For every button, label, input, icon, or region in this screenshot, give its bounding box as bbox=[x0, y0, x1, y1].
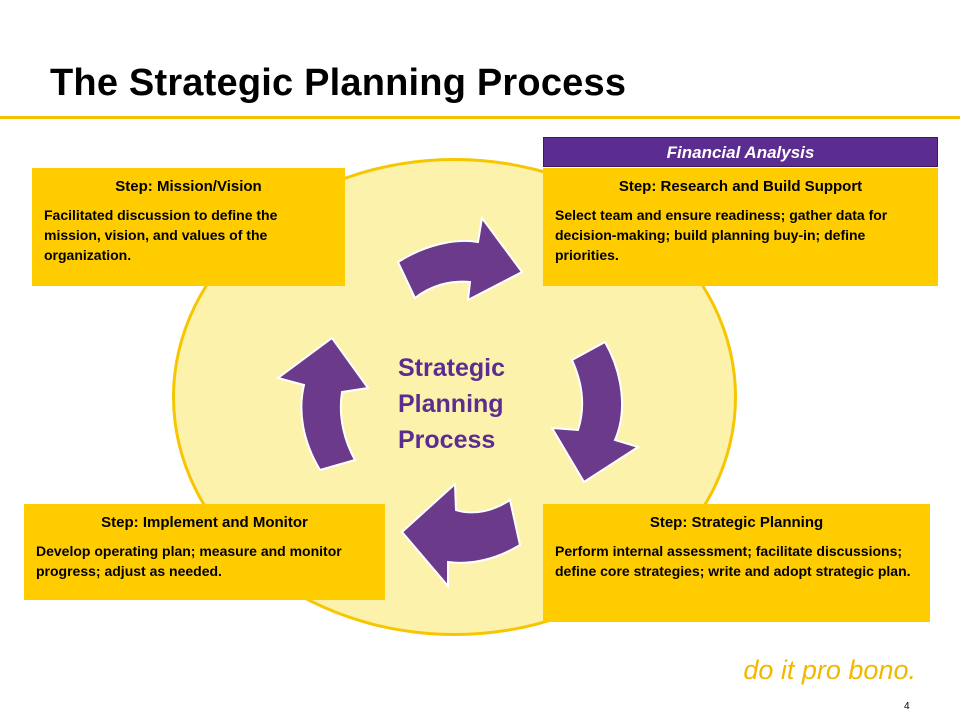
cycle-arrow-icon bbox=[275, 336, 370, 472]
step-description: Develop operating plan; measure and moni… bbox=[36, 543, 342, 579]
step-mission-vision: Step: Mission/Vision Facilitated discuss… bbox=[32, 168, 345, 286]
cycle-arrow-icon bbox=[400, 481, 522, 589]
center-label-line: Planning bbox=[398, 390, 504, 418]
step-title: Step: Research and Build Support bbox=[618, 178, 863, 195]
center-label-line: Strategic bbox=[398, 354, 505, 382]
step-description: Facilitated discussion to define the mis… bbox=[44, 207, 278, 263]
center-label-line: Process bbox=[398, 426, 496, 454]
step-title: Step: Strategic Planning bbox=[649, 514, 824, 531]
step-description: Select team and ensure readiness; gather… bbox=[555, 207, 888, 263]
financial-analysis-tab: Financial Analysis bbox=[543, 137, 938, 167]
step-implement-monitor: Step: Implement and Monitor Develop oper… bbox=[24, 504, 385, 600]
step-strategic-planning: Step: Strategic Planning Perform interna… bbox=[543, 504, 930, 622]
slide-title: The Strategic Planning Process bbox=[50, 62, 627, 104]
step-title: Step: Implement and Monitor bbox=[101, 514, 308, 531]
cycle-arrow-icon bbox=[550, 340, 641, 484]
center-label: Strategic Planning Process bbox=[398, 350, 558, 458]
page-number: 4 bbox=[904, 701, 910, 712]
step-title: Step: Mission/Vision bbox=[115, 178, 262, 195]
title-divider bbox=[0, 116, 960, 119]
cycle-arrow-icon bbox=[396, 215, 524, 302]
tagline: do it pro bono. bbox=[743, 655, 916, 685]
step-description: Perform internal assessment; facilitate … bbox=[555, 543, 911, 579]
step-research-build-support: Step: Research and Build Support Select … bbox=[543, 168, 938, 286]
